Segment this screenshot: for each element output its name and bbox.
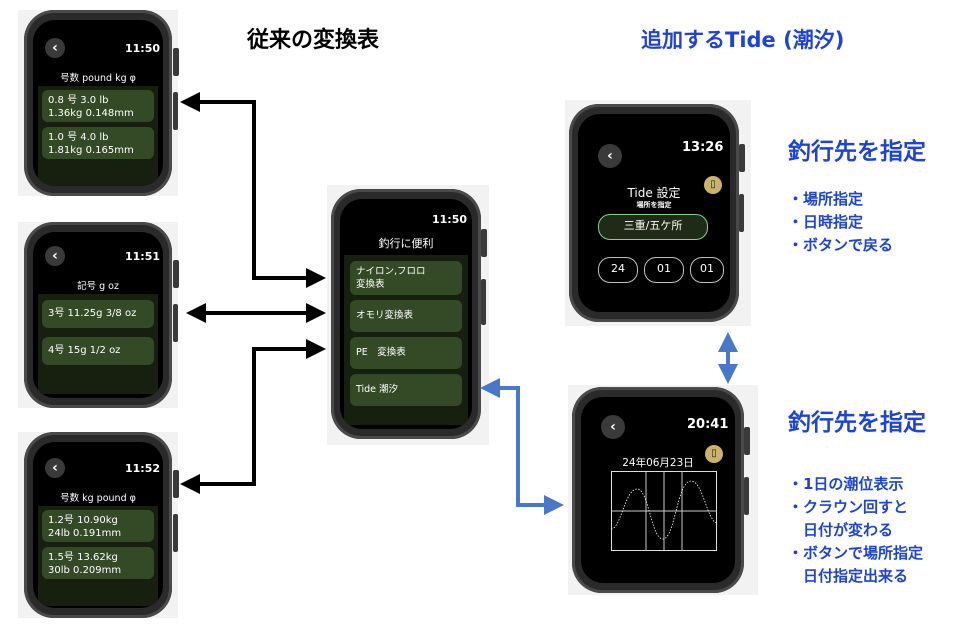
list-item[interactable]: 1.5号 13.62kg 30lb 0.209mm bbox=[42, 547, 154, 579]
back-button[interactable]: ‹ bbox=[45, 246, 65, 266]
watch-screenshot-line-chart: ‹ 11:50 号数 pound kg φ 0.8 号 3.0 lb 1.36k… bbox=[18, 10, 179, 196]
back-button[interactable]: ‹ bbox=[598, 144, 622, 168]
watch-screenshot-tide-settings: ‹ 13:26 Tide 設定 ▯ 場所を指定 三重/五ケ所 24 01 01 bbox=[565, 100, 751, 326]
column-header: 記号 g oz bbox=[77, 281, 119, 292]
back-button[interactable]: ‹ bbox=[601, 415, 625, 439]
document-icon[interactable]: ▯ bbox=[705, 445, 723, 463]
heading-tide: 追加するTide (潮汐) bbox=[641, 28, 845, 52]
label2-title: 釣行先を指定 bbox=[788, 410, 926, 436]
label2-bullets: ・1日の潮位表示 ・クラウン回すと 日付が変わる ・ボタンで場所指定 日付指定出… bbox=[788, 475, 924, 585]
watch-screenshot-sinker-chart: ‹ 11:51 記号 g oz 3号 11.25g 3/8 oz 4号 15g … bbox=[18, 222, 179, 408]
menu-item-nylon-fluoro[interactable]: ナイロン,フロロ 変換表 bbox=[350, 261, 462, 295]
clock-time: 11:51 bbox=[125, 250, 161, 263]
back-button[interactable]: ‹ bbox=[45, 458, 65, 478]
watch-screenshot-tide-graph: ‹ 20:41 24年06月23日 ▯ bbox=[568, 385, 758, 595]
list-item[interactable]: 1.2号 10.90kg 24lb 0.191mm bbox=[42, 510, 154, 542]
day-field[interactable]: 01 bbox=[690, 257, 724, 283]
watch-screenshot-pe-chart: ‹ 11:52 号数 kg pound φ 1.2号 10.90kg 24lb … bbox=[18, 432, 179, 618]
menu-title: 釣行に便利 bbox=[378, 237, 434, 250]
heading-conventional: 従来の変換表 bbox=[247, 28, 380, 53]
column-header: 号数 pound kg φ bbox=[60, 73, 136, 84]
menu-item-sinker[interactable]: オモリ変換表 bbox=[350, 300, 462, 332]
label1-bullets: ・場所指定 ・日時指定 ・ボタンで戻る bbox=[788, 190, 894, 254]
arrow-tide bbox=[480, 378, 564, 515]
month-field[interactable]: 01 bbox=[644, 257, 684, 283]
watch-screenshot-menu: 11:50 釣行に便利 ナイロン,フロロ 変換表 オモリ変換表 PE 変換表 T… bbox=[327, 185, 489, 445]
tide-curve-graph bbox=[611, 471, 717, 551]
settings-title: Tide 設定 bbox=[627, 186, 681, 200]
clock-time: 11:50 bbox=[125, 42, 161, 55]
clock-time: 20:41 bbox=[687, 417, 729, 432]
back-button[interactable]: ‹ bbox=[45, 38, 65, 58]
settings-subtitle: 場所を指定 bbox=[636, 201, 672, 209]
clock-time: 13:26 bbox=[682, 140, 724, 155]
list-item[interactable]: 0.8 号 3.0 lb 1.36kg 0.148mm bbox=[42, 90, 154, 122]
label1-title: 釣行先を指定 bbox=[788, 139, 926, 165]
column-header: 号数 kg pound φ bbox=[60, 493, 136, 504]
year-field[interactable]: 24 bbox=[598, 257, 638, 283]
location-field[interactable]: 三重/五ケ所 bbox=[598, 214, 708, 240]
graph-date: 24年06月23日 bbox=[622, 457, 694, 469]
arrow-pe-chart bbox=[180, 339, 326, 494]
clock-time: 11:50 bbox=[432, 213, 468, 226]
list-item[interactable]: 3号 11.25g 3/8 oz bbox=[42, 300, 154, 328]
clock-time: 11:52 bbox=[125, 462, 161, 475]
menu-item-pe[interactable]: PE 変換表 bbox=[350, 337, 462, 369]
document-icon[interactable]: ▯ bbox=[704, 176, 722, 194]
arrow-line-chart bbox=[180, 92, 326, 288]
list-item[interactable]: 4号 15g 1/2 oz bbox=[42, 337, 154, 365]
list-item[interactable]: 1.0 号 4.0 lb 1.81kg 0.165mm bbox=[42, 127, 154, 159]
menu-item-tide[interactable]: Tide 潮汐 bbox=[350, 374, 462, 406]
